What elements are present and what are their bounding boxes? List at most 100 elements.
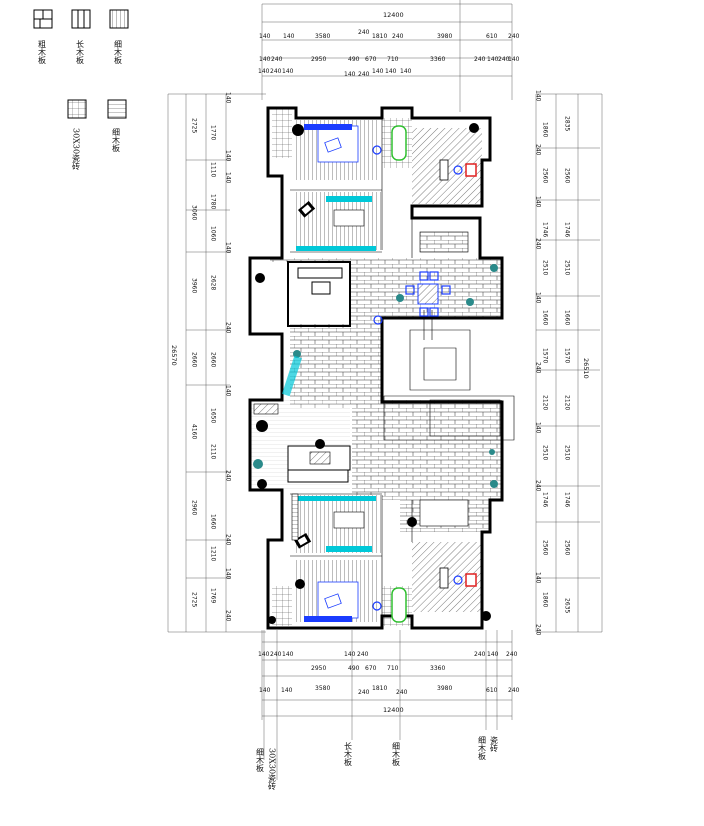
- dim-label: 240: [358, 689, 370, 696]
- dim-label: 240: [535, 238, 542, 250]
- dim-label: 490: [348, 665, 360, 672]
- dim-label: 710: [387, 56, 399, 63]
- legend-label: 30X30瓷砖: [72, 128, 81, 171]
- dim-label: 240: [358, 29, 370, 36]
- dim-label: 140: [344, 71, 356, 78]
- tile-floor-corridor: [290, 318, 382, 408]
- dim-label: 670: [365, 665, 377, 672]
- chair-icon: [294, 533, 312, 549]
- dim-label: 3980: [437, 33, 452, 40]
- legend-label: 细木板: [114, 39, 123, 65]
- dim-label: 1746: [564, 222, 571, 237]
- top-dimensions: 12400 140 140 3580 240 1810 240 3980 610…: [258, 11, 520, 78]
- dim-label: 140: [282, 68, 294, 75]
- dim-label: 1660: [542, 310, 549, 325]
- bed-icon: [304, 581, 359, 622]
- legend-item-fine-wood: 细木板: [109, 9, 129, 65]
- kitchen-counter: [419, 499, 469, 527]
- dim-label: 1860: [542, 122, 549, 137]
- dim-label: 140: [487, 56, 499, 63]
- right-dimensions: 26510 2835 2560 1746 2510 1660 1570 2120…: [535, 90, 591, 636]
- dim-label: 1746: [564, 492, 571, 507]
- dim-label: 140: [535, 422, 542, 434]
- furniture: [253, 123, 498, 624]
- dim-label: 240: [474, 56, 486, 63]
- wardrobe: [296, 246, 376, 251]
- desk: [326, 196, 372, 202]
- dim-label: 2510: [542, 445, 549, 460]
- dim-label: 490: [348, 56, 360, 63]
- left-dimensions: 26570 2725 3060 3960 2660 4160 2960 2725…: [170, 92, 232, 622]
- legend-item-fine-wood-2: 细木板: [107, 99, 127, 153]
- dim-label: 140: [535, 196, 542, 208]
- dim-label: 140: [508, 56, 520, 63]
- dim-label: 140: [259, 56, 271, 63]
- dim-label: 140: [225, 150, 232, 162]
- callout-tile: 30X30瓷砖: [268, 748, 277, 791]
- dim-label: 670: [365, 56, 377, 63]
- callout-fine-wood: 细木板: [478, 735, 487, 761]
- dim-label: 2110: [210, 444, 217, 459]
- dim-label: 240: [506, 651, 518, 658]
- dim-label: 4160: [191, 424, 198, 439]
- dim-label: 3960: [191, 278, 198, 293]
- dim-label: 1810: [372, 33, 387, 40]
- tile-swatch: [67, 99, 87, 119]
- dim-label: 140: [258, 651, 270, 658]
- dim-label: 1660: [210, 514, 217, 529]
- dim-label: 2560: [564, 540, 571, 555]
- dim-label: 240: [270, 651, 282, 658]
- dim-label: 140: [225, 92, 232, 104]
- dim-label: 2560: [542, 168, 549, 183]
- dim-label: 1570: [564, 348, 571, 363]
- dim-label: 140: [225, 568, 232, 580]
- dim-label: 140: [535, 90, 542, 102]
- dim-label: 710: [387, 665, 399, 672]
- desk: [326, 546, 372, 552]
- total-right: 26510: [582, 358, 590, 379]
- floor-areas: [250, 108, 502, 626]
- dim-label: 1810: [372, 685, 387, 692]
- grid-floor-balcony-bottom: [272, 586, 292, 626]
- appliance: [465, 163, 477, 177]
- callout-fine-wood: 细木板: [256, 747, 265, 773]
- dim-label: 240: [225, 534, 232, 546]
- walls: [248, 106, 515, 630]
- dim-label: 140: [281, 687, 293, 694]
- dim-label: 1660: [564, 310, 571, 325]
- dim-label: 140: [283, 33, 295, 40]
- sofa-icon: [297, 267, 343, 295]
- bed-icon: [304, 124, 359, 163]
- dim-label: 240: [270, 68, 282, 75]
- dim-label: 140: [487, 651, 499, 658]
- dim-label: 3060: [191, 205, 198, 220]
- legend-item-long-wood: 长木板: [71, 9, 91, 65]
- dim-label: 2560: [564, 168, 571, 183]
- dim-label: 3360: [430, 665, 445, 672]
- dim-label: 1060: [210, 226, 217, 241]
- dim-label: 1746: [542, 492, 549, 507]
- sofa-icon: [287, 445, 351, 483]
- legend-label: 细木板: [112, 127, 121, 153]
- total-width-top: 12400: [383, 11, 404, 19]
- long-wood-swatch: [71, 9, 91, 29]
- dim-label: 240: [498, 56, 510, 63]
- dim-label: 240: [535, 480, 542, 492]
- dim-label: 1770: [210, 125, 217, 140]
- dim-label: 610: [486, 33, 498, 40]
- dim-label: 140: [282, 651, 294, 658]
- dining-table-icon: [405, 271, 451, 317]
- fine-wood-swatch: [107, 99, 127, 119]
- dim-label: 2120: [542, 395, 549, 410]
- dim-label: 240: [225, 322, 232, 334]
- dim-label: 3980: [437, 685, 452, 692]
- legend: 粗木板 长木板 细木板 30X30瓷砖 细木板: [33, 9, 129, 171]
- total-left: 26570: [170, 345, 178, 366]
- dim-label: 240: [535, 624, 542, 636]
- toilet-icon: [372, 145, 463, 611]
- dim-label: 1746: [542, 222, 549, 237]
- dim-label: 140: [259, 33, 271, 40]
- dim-label: 2660: [210, 352, 217, 367]
- dim-label: 2510: [542, 260, 549, 275]
